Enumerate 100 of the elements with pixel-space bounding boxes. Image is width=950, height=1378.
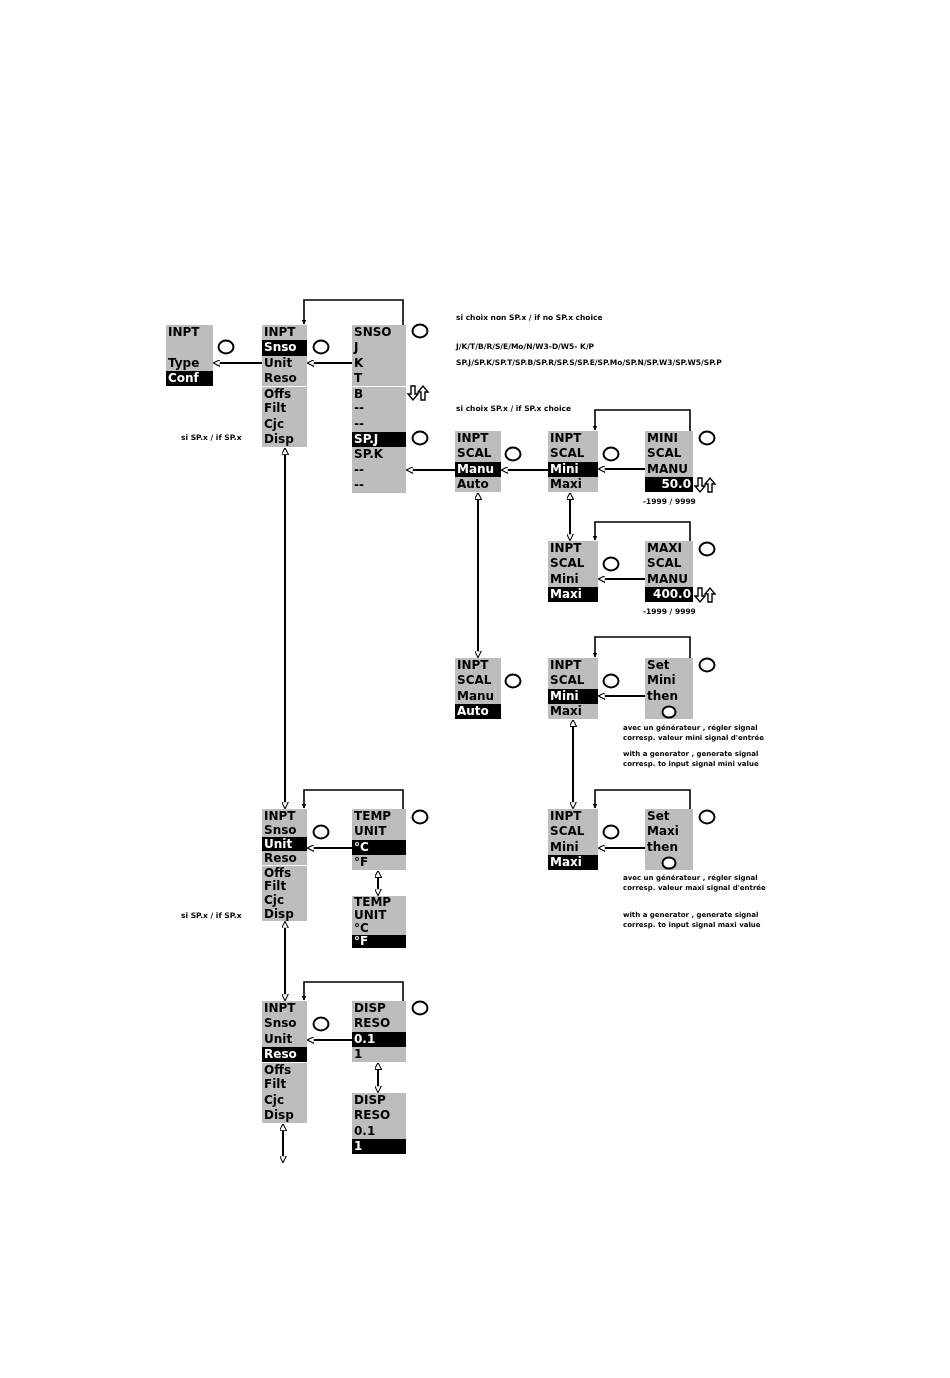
menu-item: INPT: [549, 658, 583, 674]
arrow: [306, 359, 353, 368]
menu-item: Disp: [263, 1108, 295, 1124]
selected-menu-item: Mini: [548, 461, 598, 477]
menu-item: SCAL: [549, 824, 586, 840]
menu-item: °C: [353, 922, 370, 935]
arrow: [474, 492, 483, 659]
menu-panel: [352, 896, 406, 948]
menu-panel: [645, 431, 693, 493]
return-arrow: [592, 789, 691, 810]
selected-menu-item: 400.0: [645, 586, 693, 603]
menu-item: Disp: [263, 432, 295, 448]
menu-item: --: [353, 401, 365, 417]
menu-item: Manu: [456, 688, 496, 704]
menu-panel: [352, 1093, 406, 1155]
menu-item: then: [646, 839, 679, 855]
selected-menu-item: SP.J: [352, 432, 406, 448]
arrow: [306, 844, 353, 853]
menu-item: SCAL: [456, 446, 493, 462]
selected-menu-item: 0.1: [352, 1031, 406, 1047]
return-arrow: [592, 636, 691, 659]
arrow: [597, 465, 646, 474]
arrow: [306, 1035, 353, 1045]
menu-panel: [548, 658, 598, 720]
menu-item: INPT: [263, 809, 297, 823]
arrow: [597, 692, 646, 701]
menu-item: Set: [646, 658, 671, 674]
arrow: [569, 719, 578, 810]
selected-menu-item: Maxi: [548, 586, 598, 603]
menu-panel: [352, 325, 406, 494]
menu-item: 1: [353, 1046, 364, 1063]
selected-menu-item: Maxi: [548, 854, 598, 871]
arrow: [374, 870, 383, 897]
menu-item: INPT: [167, 325, 201, 341]
menu-item: Cjc: [263, 1092, 286, 1109]
menu-item: K: [353, 355, 365, 371]
menu-item: MANU: [646, 461, 689, 477]
menu-item: TEMP: [353, 896, 393, 909]
arrow: [405, 466, 456, 475]
menu-item: INPT: [549, 809, 583, 825]
menu-panel: [548, 809, 598, 871]
arrow: [279, 1123, 287, 1164]
menu-item: Mini: [549, 839, 580, 855]
menu-item: B: [352, 386, 406, 402]
menu-item: °F: [353, 854, 370, 871]
menu-panel: [352, 809, 406, 871]
menu-item: INPT: [456, 658, 490, 674]
menu-item: TEMP: [353, 809, 393, 825]
menu-item: SCAL: [549, 446, 586, 462]
menu-item: --: [353, 477, 365, 494]
selected-menu-item: °F: [352, 935, 406, 948]
menu-item: RESO: [353, 1108, 392, 1124]
return-arrow: [301, 789, 404, 810]
menu-item: J: [352, 340, 360, 356]
menu-panel: [262, 1001, 307, 1124]
menu-item: Maxi: [646, 824, 680, 840]
menu-item: then: [646, 688, 679, 704]
menu-panel: [455, 658, 501, 720]
selected-menu-item: Conf: [166, 370, 213, 387]
menu-item: Cjc: [263, 416, 286, 433]
selected-menu-item: Auto: [455, 703, 501, 720]
menu-item: INPT: [263, 325, 297, 341]
menu-item: Auto: [456, 476, 490, 493]
menu-panel: [262, 325, 307, 448]
menu-item: Unit: [263, 355, 294, 371]
menu-item: Set: [646, 809, 671, 825]
menu-panel: [548, 541, 598, 603]
arrow: [500, 466, 549, 475]
menu-item: SCAL: [549, 673, 586, 689]
selected-menu-item: 1: [352, 1138, 406, 1155]
menu-item: SCAL: [456, 673, 493, 689]
menu-item: --: [353, 462, 365, 478]
menu-item: MANU: [646, 571, 689, 587]
menu-item: MINI: [646, 431, 679, 447]
return-arrow: [301, 299, 404, 326]
return-arrow: [592, 521, 691, 542]
selected-menu-item: Snso: [262, 340, 307, 356]
return-arrow: [301, 981, 404, 1002]
menu-item: SCAL: [646, 446, 683, 462]
menu-item: INPT: [549, 541, 583, 557]
menu-item: Disp: [263, 907, 295, 921]
return-arrow: [592, 409, 691, 432]
menu-item: DISP: [353, 1001, 387, 1017]
menu-item: --: [353, 416, 365, 433]
menu-panel: [455, 431, 501, 493]
menu-item: Maxi: [549, 703, 583, 720]
arrow: [374, 1061, 383, 1094]
menu-item: UNIT: [353, 909, 388, 922]
menu-item: SCAL: [646, 556, 683, 572]
arrow: [212, 359, 263, 368]
arrow: [281, 447, 289, 810]
menu-item: Reso: [263, 851, 298, 865]
menu-item: MAXI: [646, 541, 683, 557]
menu-panel: [645, 809, 693, 871]
menu-item: Cjc: [263, 893, 286, 907]
menu-item: SP.K: [353, 447, 385, 463]
selected-menu-item: Unit: [262, 837, 307, 851]
menu-item: Unit: [263, 1031, 294, 1047]
menu-item: Maxi: [549, 476, 583, 493]
menu-item: UNIT: [353, 824, 388, 840]
